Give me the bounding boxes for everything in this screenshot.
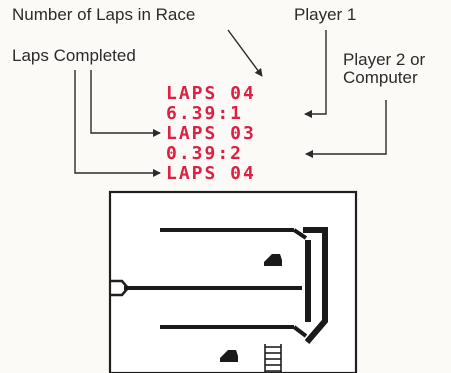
leader-line-laps-completed-p2	[74, 70, 161, 177]
leader-line-number-of-laps	[227, 29, 263, 77]
leader-line-player-1	[304, 30, 327, 118]
player2-laps-readout: LAPS 04	[166, 163, 256, 184]
race-track-screen	[108, 190, 358, 373]
leader-line-player-2	[305, 100, 387, 158]
right-wall	[303, 227, 328, 344]
start-grid-ladder	[264, 344, 282, 373]
track-center-divider	[124, 286, 302, 290]
callout-number-of-laps-in-race: Number of Laps in Race	[12, 5, 196, 24]
player1-laps-readout: LAPS 03	[166, 123, 256, 144]
lower-barrier	[160, 325, 294, 329]
player1-time-readout: 6.39:1	[166, 103, 244, 124]
player2-time-readout: 0.39:2	[166, 143, 244, 164]
leader-line-laps-completed-p1	[90, 70, 161, 137]
race-car-lower	[220, 350, 238, 362]
race-laps-readout: LAPS 04	[166, 83, 256, 104]
race-car-upper	[264, 254, 282, 266]
callout-player-2-or-computer: Player 2 or Computer	[343, 50, 426, 87]
callout-laps-completed: Laps Completed	[12, 46, 136, 65]
upper-barrier	[160, 228, 294, 232]
callout-player-1: Player 1	[294, 5, 357, 24]
